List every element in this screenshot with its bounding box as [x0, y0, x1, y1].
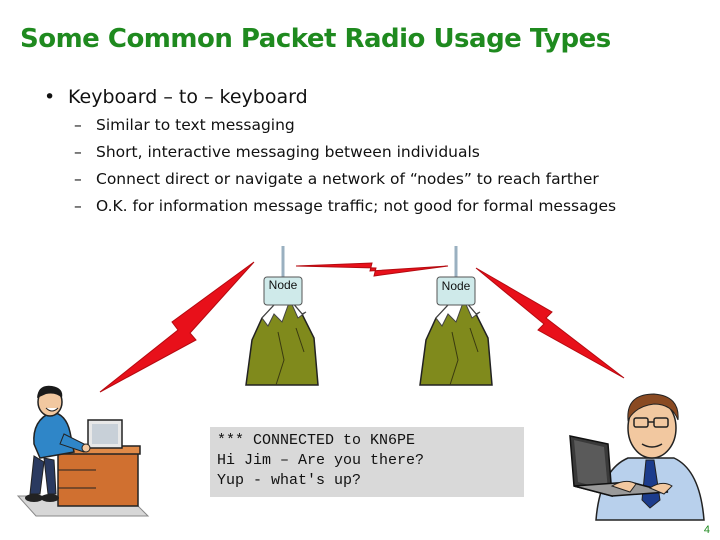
- lightning-bolt-icon: [475, 267, 625, 379]
- person-at-desk-icon: [16, 385, 150, 517]
- sub-bullet: Similar to text messaging: [74, 116, 616, 134]
- sub-bullet: O.K. for information message traffic; no…: [74, 197, 616, 215]
- bullet-list: Keyboard – to – keyboard Similar to text…: [44, 86, 616, 224]
- terminal-line: *** CONNECTED to KN6PE: [217, 432, 416, 449]
- mountain-node-left: Node: [245, 246, 319, 386]
- bullet-keyboard-to-keyboard: Keyboard – to – keyboard: [44, 86, 616, 108]
- lightning-bolt-icon: [295, 262, 449, 277]
- terminal-line: Hi Jim – Are you there?: [217, 452, 425, 469]
- sub-bullet: Short, interactive messaging between ind…: [74, 143, 616, 161]
- node-label: Node: [269, 278, 298, 292]
- person-with-laptop-icon: [569, 393, 705, 521]
- lightning-bolt-icon: [99, 261, 255, 393]
- mountain-node-right: Node: [419, 246, 493, 386]
- terminal-session: *** CONNECTED to KN6PE Hi Jim – Are you …: [210, 427, 524, 497]
- terminal-line: Yup - what's up?: [217, 472, 362, 489]
- page-number: 4: [703, 524, 710, 536]
- sub-bullet: Connect direct or navigate a network of …: [74, 170, 616, 188]
- sub-bullet-list: Similar to text messaging Short, interac…: [44, 116, 616, 215]
- slide-title: Some Common Packet Radio Usage Types: [20, 24, 611, 54]
- node-label: Node: [442, 279, 471, 293]
